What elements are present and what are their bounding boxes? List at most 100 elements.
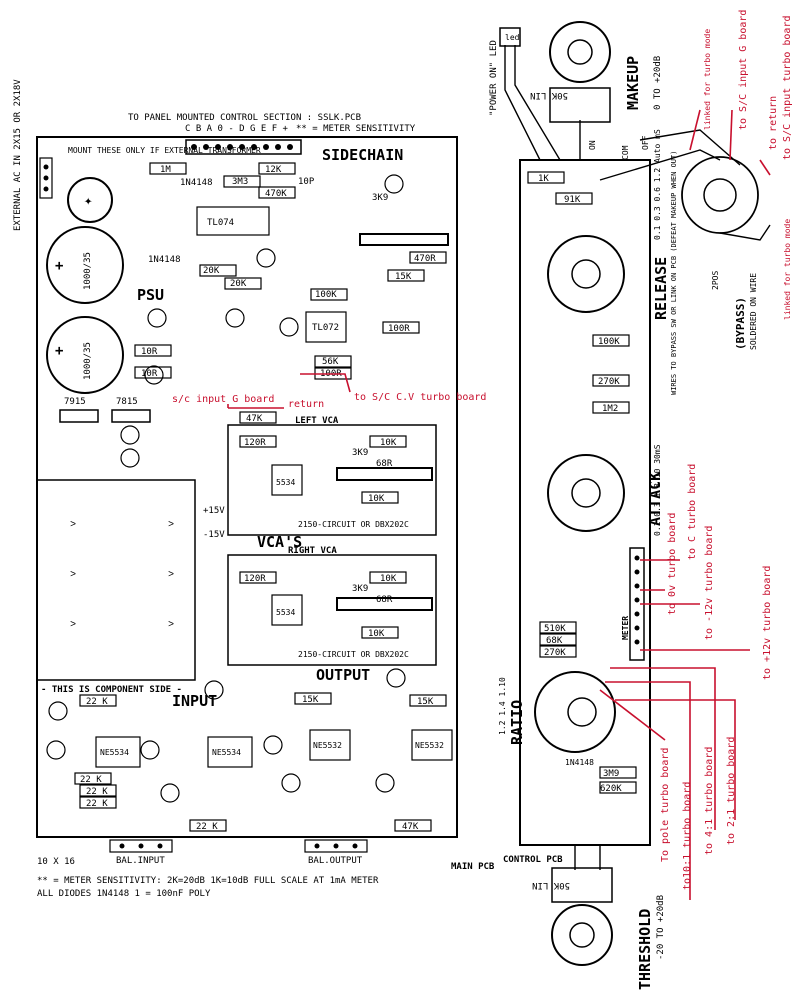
svg-text:56K: 56K [322, 357, 339, 367]
svg-text:47K: 47K [246, 414, 263, 424]
bypass-label: (BYPASS) [734, 297, 747, 350]
on-label: ON [588, 140, 597, 150]
svg-text:to S/C input G board: to S/C input G board [738, 10, 749, 130]
svg-text:120R: 120R [244, 574, 266, 584]
control-pcb: "POWER ON" LED led 50K LIN MAKEUP 0 TO +… [489, 21, 771, 990]
svg-text:✦: ✦ [84, 193, 93, 209]
panel-note: TO PANEL MOUNTED CONTROL SECTION : SSLK.… [128, 113, 361, 123]
ratio-values: 1.2 1.4 1.10 [498, 677, 507, 735]
release-switch [547, 235, 625, 313]
svg-text:620K: 620K [600, 784, 622, 794]
makeup-range: 0 TO +20dB [653, 56, 663, 110]
svg-text:3M9: 3M9 [603, 769, 619, 779]
svg-text:10K: 10K [380, 438, 397, 448]
svg-text:1K: 1K [538, 174, 549, 184]
svg-text:1N4148: 1N4148 [565, 758, 594, 767]
vcas-title: VCA'S [257, 533, 302, 551]
main-pcb: TO PANEL MOUNTED CONTROL SECTION : SSLK.… [13, 79, 495, 899]
svg-text:22 K: 22 K [86, 787, 108, 797]
svg-text:15K: 15K [417, 697, 434, 707]
twopos-label: 2POS [711, 271, 720, 290]
electrolytic-caps [46, 174, 406, 803]
svg-text:68R: 68R [376, 459, 393, 469]
makeup-label: MAKEUP [624, 56, 642, 110]
sidechain-jumper [359, 233, 449, 246]
bridge-rectifier [67, 177, 113, 223]
left-vca-title: LEFT VCA [295, 416, 339, 426]
svg-text:15K: 15K [395, 272, 412, 282]
svg-text:50K LIN: 50K LIN [532, 880, 570, 890]
right-vca-title: RIGHT VCA [288, 546, 337, 556]
plus15-label: +15V [203, 506, 225, 516]
svg-text:˃: ˃ [70, 519, 76, 530]
main-pcb-name: MAIN PCB [451, 862, 495, 872]
footer-meter: ** = METER SENSITIVITY: 2K=20dB 1K=10dB … [37, 876, 379, 886]
svg-text:to S/C input turbo board: to S/C input turbo board [782, 16, 793, 161]
release-values: 0.1 0.3 0.6 1.2 Auto mS [653, 129, 662, 240]
input-title: INPUT [172, 692, 217, 710]
led-label: led [505, 33, 520, 42]
svg-text:to 2:1 turbo board: to 2:1 turbo board [726, 737, 737, 845]
svg-text:7915: 7915 [64, 397, 86, 407]
bypass-switch [681, 156, 759, 234]
svg-text:47K: 47K [402, 822, 419, 832]
svg-text:270K: 270K [598, 377, 620, 387]
psu-title: PSU [137, 286, 164, 304]
svg-text:to +12v turbo board: to +12v turbo board [762, 566, 773, 680]
svg-text:2150-CIRCUIT OR DBX202C: 2150-CIRCUIT OR DBX202C [298, 650, 409, 659]
off-label: OFF [641, 135, 650, 150]
control-pcb-outline [519, 159, 651, 846]
ic-ne5534-b: NE5534 [212, 748, 241, 757]
svg-text:˃: ˃ [168, 569, 174, 580]
svg-text:5534: 5534 [276, 478, 295, 487]
attack-label: ATTACK [646, 472, 664, 526]
ic-ne5532-b: NE5532 [415, 741, 444, 750]
svg-text:68R: 68R [376, 595, 393, 605]
svg-text:˃: ˃ [70, 569, 76, 580]
svg-text:+: + [55, 258, 63, 274]
minus15-label: -15V [203, 530, 225, 540]
svg-text:3K9: 3K9 [372, 193, 388, 203]
svg-text:1N4148: 1N4148 [180, 178, 213, 188]
external-ac-label: EXTERNAL AC IN 2X15 OR 2X18V [13, 79, 23, 231]
svg-text:10K: 10K [368, 494, 385, 504]
svg-text:to 4:1 turbo board: to 4:1 turbo board [704, 747, 715, 855]
ratio-switch [534, 671, 616, 753]
ic-ne5534-a: NE5534 [100, 748, 129, 757]
ic-tl074: TL074 [207, 218, 234, 228]
ic-tl072: TL072 [312, 323, 339, 333]
ic-ne5532-a: NE5532 [313, 741, 342, 750]
svg-text:12K: 12K [265, 165, 282, 175]
mount-note: MOUNT THESE ONLY IF EXTERNAL TRANSFORMER [68, 146, 261, 155]
svg-text:1N4148: 1N4148 [148, 255, 181, 265]
svg-text:68K: 68K [546, 636, 563, 646]
regulators: 7915 7815 [59, 397, 151, 423]
board-size: 10 X 16 [37, 857, 75, 867]
ac-connector [39, 157, 53, 199]
svg-text:5534: 5534 [276, 608, 295, 617]
footer-diodes: ALL DIODES 1N4148 1 = 100nF POLY [37, 889, 211, 899]
svg-text:100K: 100K [315, 290, 337, 300]
transformer-area [36, 479, 196, 681]
bal-output-connector: BAL.OUTPUT [304, 839, 368, 866]
right-vca-block: RIGHT VCA 5534 2150-CIRCUIT OR DBX202C [227, 546, 437, 666]
release-label: RELEASE [652, 257, 670, 320]
meter-note: ** = METER SENSITIVITY [296, 124, 416, 134]
svg-text:3K9: 3K9 [352, 584, 368, 594]
threshold-range: -20 TO +20dB [656, 895, 666, 960]
bypass-note: WIRES TO BYPASS SW OR LINK ON PCB (DEFEA… [670, 151, 678, 395]
bal-input-connector: BAL.INPUT [109, 839, 173, 866]
control-annotations: linked for turbo mode to S/C input G boa… [227, 10, 793, 900]
svg-text:120R: 120R [244, 438, 266, 448]
svg-text:to10:1 turbo board: to10:1 turbo board [682, 782, 693, 890]
sc-cv-note: to S/C C.V turbo board [354, 392, 486, 403]
left-vca-block: LEFT VCA 5534 2150-CIRCUIT OR DBX202C [227, 416, 437, 536]
svg-text:3K9: 3K9 [352, 448, 368, 458]
threshold-pot: 50K LIN [532, 867, 613, 966]
attack-switch [547, 454, 625, 532]
control-part-labels: 1K 91K 100K 270K 1M2 510K 68K 270K 3M9 6… [538, 174, 622, 794]
svg-text:270K: 270K [544, 648, 566, 658]
svg-text:22 K: 22 K [80, 775, 102, 785]
svg-text:2150-CIRCUIT OR DBX202C: 2150-CIRCUIT OR DBX202C [298, 520, 409, 529]
